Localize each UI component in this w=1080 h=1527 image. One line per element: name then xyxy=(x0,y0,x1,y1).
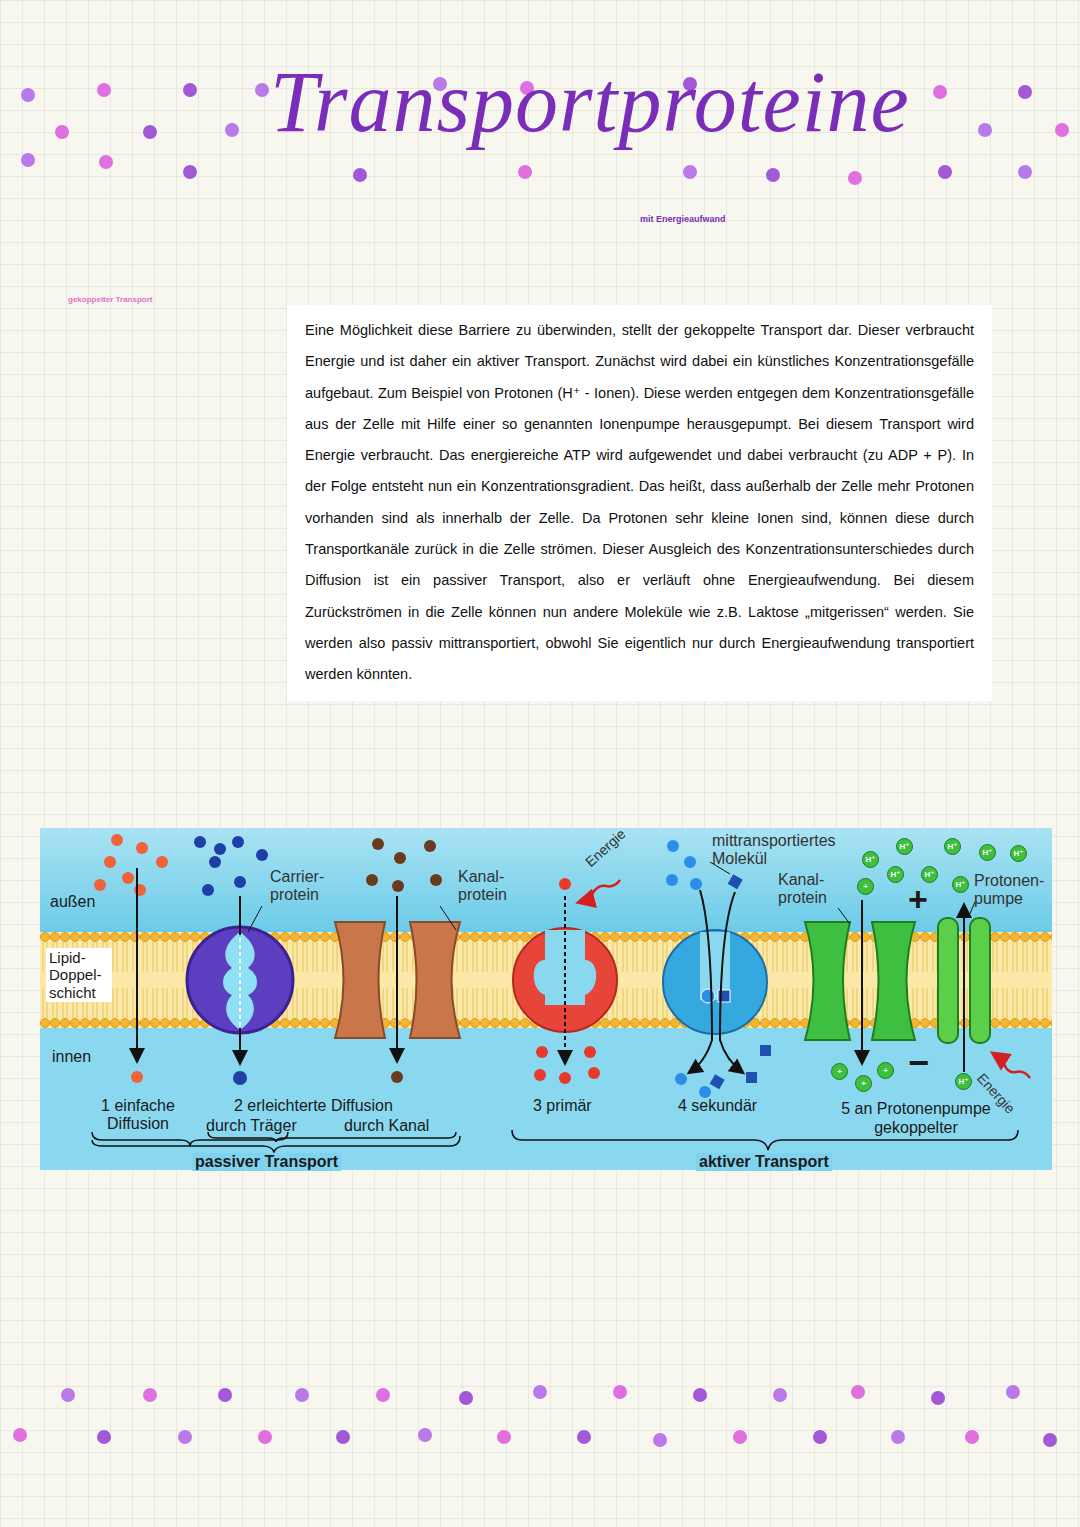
minus-sign: − xyxy=(908,1042,929,1083)
part-label: Kanal- protein xyxy=(778,871,840,908)
decoration-dot xyxy=(183,165,197,179)
decoration-dot xyxy=(1043,1433,1057,1447)
decoration-dot xyxy=(851,1385,865,1399)
decoration-dot xyxy=(766,168,780,182)
part-label: 2 erleichterte Diffusion xyxy=(234,1097,393,1115)
note: mit Energieaufwand xyxy=(640,214,726,224)
part-label: Carrier- protein xyxy=(270,868,342,905)
decoration-dot xyxy=(13,1428,27,1442)
decoration-dot xyxy=(933,85,947,99)
decoration-dot xyxy=(97,83,111,97)
decoration-dot xyxy=(965,1430,979,1444)
part-label: 3 primär xyxy=(533,1097,592,1115)
inside xyxy=(40,1028,1052,1170)
decoration-dot xyxy=(773,1388,787,1402)
panel xyxy=(40,828,1052,1170)
decoration-dots xyxy=(13,77,1069,1447)
decoration-dot xyxy=(295,1388,309,1402)
decoration-dot xyxy=(353,168,367,182)
ion-symbol: H⁺ xyxy=(944,838,961,855)
decoration-dot xyxy=(218,1388,232,1402)
decoration-dot xyxy=(683,165,697,179)
decoration-dot xyxy=(938,165,952,179)
decoration-dot xyxy=(693,1388,707,1402)
ion-symbol: + xyxy=(877,1062,894,1079)
decoration-dot xyxy=(255,83,269,97)
decoration-dot xyxy=(459,1391,473,1405)
note: gekoppelter Transport xyxy=(68,295,152,304)
decoration-dot xyxy=(225,123,239,137)
decoration-dot xyxy=(143,1388,157,1402)
secondary-transporter xyxy=(663,840,771,1098)
text-box: Eine Möglichkeit diese Barriere zu überw… xyxy=(287,305,992,701)
part-label: außen xyxy=(50,893,95,911)
primary-pump xyxy=(513,878,620,1084)
decoration-dot xyxy=(336,1430,350,1444)
ion-symbol: H⁺ xyxy=(979,844,996,861)
decoration-dot xyxy=(978,123,992,137)
body-text: Eine Möglichkeit diese Barriere zu überw… xyxy=(305,315,974,691)
decoration-dot xyxy=(418,1428,432,1442)
part-label: 4 sekundär xyxy=(678,1097,757,1115)
ion-symbol: H⁺ xyxy=(862,851,879,868)
decoration-dot xyxy=(1018,165,1032,179)
decoration-dot xyxy=(61,1388,75,1402)
ion-symbol: H⁺ xyxy=(952,876,969,893)
part-label: innen xyxy=(52,1048,91,1066)
decoration-dot xyxy=(21,153,35,167)
outside xyxy=(40,828,1052,932)
part-label: passiver Transport xyxy=(192,1153,341,1171)
ion-symbol: H⁺ xyxy=(887,866,904,883)
decoration-dot xyxy=(1055,123,1069,137)
decoration-dot xyxy=(653,1433,667,1447)
decoration-dot xyxy=(577,1430,591,1444)
decoration-dot xyxy=(1018,85,1032,99)
decoration-dot xyxy=(891,1430,905,1444)
ion-symbol: H⁺ xyxy=(896,838,913,855)
decoration-dot xyxy=(518,165,532,179)
decoration-dot xyxy=(99,155,113,169)
decoration-dot xyxy=(97,1430,111,1444)
decoration-dot xyxy=(1006,1385,1020,1399)
decoration-dot xyxy=(613,1385,627,1399)
part-label: Kanal- protein xyxy=(458,868,520,905)
part-label: Protonen- pumpe xyxy=(974,872,1052,909)
decoration-dot xyxy=(183,83,197,97)
decoration-dot xyxy=(533,1385,547,1399)
membrane-label: Lipid- Doppel- schicht xyxy=(46,948,112,1002)
part-label: aktiver Transport xyxy=(696,1153,832,1171)
ion-symbol: + xyxy=(831,1063,848,1080)
title: Transportproteine xyxy=(270,52,910,152)
decoration-dot xyxy=(21,88,35,102)
decoration-dot xyxy=(178,1430,192,1444)
decoration-dot xyxy=(848,171,862,185)
channel-protein xyxy=(335,838,460,1083)
part-label: durch Träger xyxy=(206,1117,297,1135)
decoration-dot xyxy=(55,125,69,139)
part-label: 1 einfache Diffusion xyxy=(92,1097,184,1134)
decoration-dot xyxy=(376,1388,390,1402)
ion-symbol: + xyxy=(855,1075,872,1092)
decoration-dot xyxy=(497,1430,511,1444)
decoration-dot xyxy=(733,1430,747,1444)
decoration-dot xyxy=(813,1430,827,1444)
part-label: 5 an Protonenpumpe gekoppelter xyxy=(818,1099,1014,1137)
decoration-dot xyxy=(258,1430,272,1444)
ion-symbol: H⁺ xyxy=(955,1073,972,1090)
part-label: mittransportiertes Molekül xyxy=(712,832,862,869)
decoration-dot xyxy=(143,125,157,139)
plus-sign: + xyxy=(908,880,928,919)
ion-symbol: H⁺ xyxy=(1010,845,1027,862)
part-label: durch Kanal xyxy=(344,1117,429,1135)
decoration-dot xyxy=(931,1391,945,1405)
ion-symbol: + xyxy=(857,878,874,895)
